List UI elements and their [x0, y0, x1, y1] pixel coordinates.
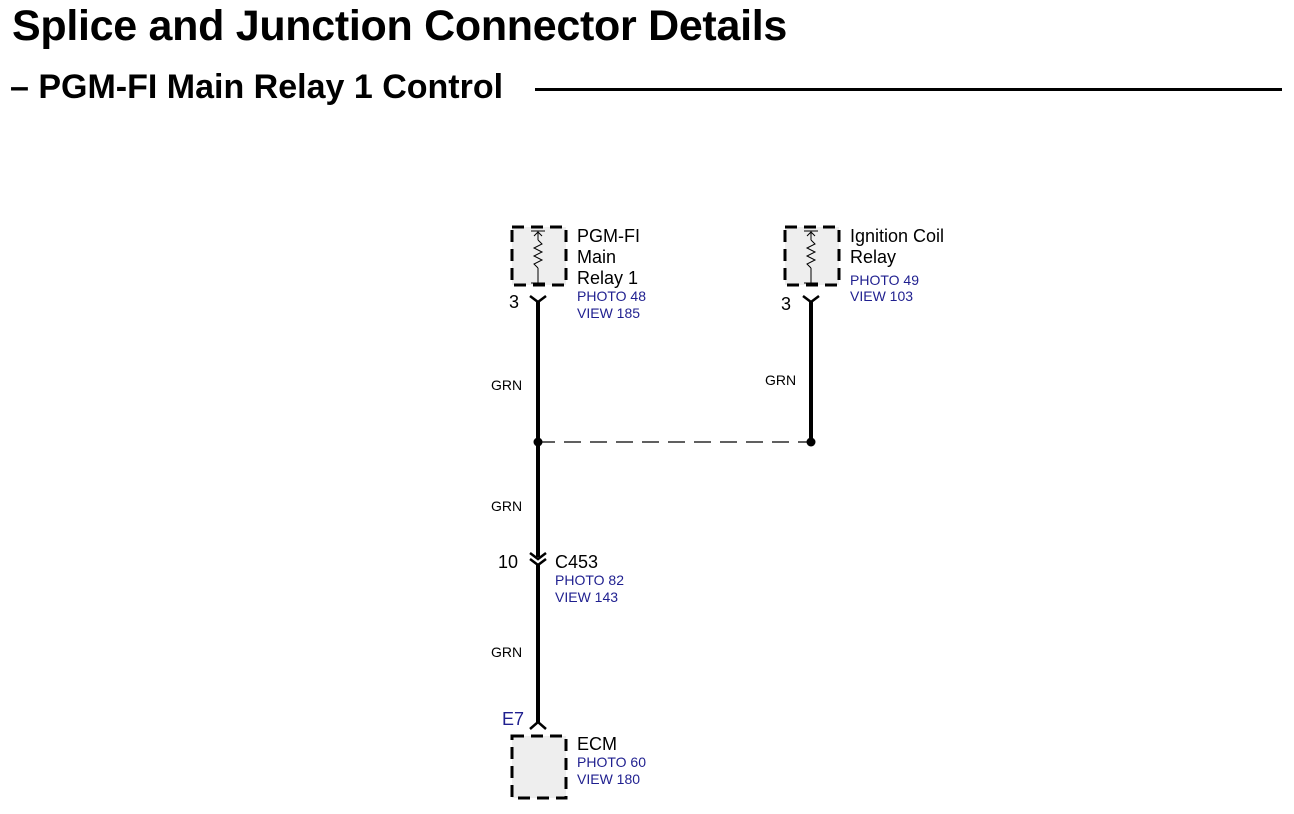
- wire-color-label: GRN: [491, 644, 522, 660]
- c453-view-link[interactable]: VIEW 143: [555, 589, 618, 605]
- ecm-photo-link[interactable]: PHOTO 60: [577, 754, 646, 770]
- main-relay-name-line2: Main: [577, 247, 616, 267]
- main-relay-name-line3: Relay 1: [577, 268, 638, 288]
- c453-connector-symbol: [529, 552, 547, 567]
- ignition-relay-box: [783, 225, 841, 287]
- main-relay-box: [510, 225, 568, 287]
- main-relay-name-line1: PGM-FI: [577, 226, 640, 246]
- ignition-relay-terminal: [802, 295, 820, 304]
- ignition-coil-relay-component[interactable]: Ignition Coil Relay PHOTO 49 VIEW 103 3: [781, 225, 944, 314]
- ecm-component[interactable]: E7 ECM PHOTO 60 VIEW 180: [502, 709, 646, 800]
- main-relay-component[interactable]: PGM-FI Main Relay 1 PHOTO 48 VIEW 185 3: [509, 225, 646, 321]
- page-title: Splice and Junction Connector Details: [12, 2, 787, 50]
- ignition-relay-name-line1: Ignition Coil: [850, 226, 944, 246]
- ecm-pin-number: E7: [502, 709, 524, 729]
- relay-icon: [531, 230, 545, 284]
- c453-connector[interactable]: 10 C453 PHOTO 82 VIEW 143: [498, 552, 624, 605]
- ignition-relay-name-line2: Relay: [850, 247, 896, 267]
- ecm-terminal: [529, 720, 547, 730]
- ignition-relay-view-link[interactable]: VIEW 103: [850, 288, 913, 304]
- main-relay-pin-number: 3: [509, 292, 519, 312]
- ignition-relay-pin-number: 3: [781, 294, 791, 314]
- splice-point-right: [806, 437, 816, 447]
- wire-color-label: GRN: [491, 377, 522, 393]
- c453-photo-link[interactable]: PHOTO 82: [555, 572, 624, 588]
- main-relay-terminal: [529, 295, 547, 304]
- c453-pin-number: 10: [498, 552, 518, 572]
- wire-color-label: GRN: [765, 372, 796, 388]
- section-title: – PGM-FI Main Relay 1 Control: [10, 68, 504, 106]
- c453-name: C453: [555, 552, 598, 572]
- ecm-name: ECM: [577, 734, 617, 754]
- relay-icon: [804, 230, 818, 284]
- ecm-box: [510, 734, 568, 800]
- main-relay-view-link[interactable]: VIEW 185: [577, 305, 640, 321]
- main-relay-photo-link[interactable]: PHOTO 48: [577, 288, 646, 304]
- wire-color-label: GRN: [491, 498, 522, 514]
- ignition-relay-photo-link[interactable]: PHOTO 49: [850, 272, 919, 288]
- section-title-rule: [535, 88, 1282, 91]
- ecm-view-link[interactable]: VIEW 180: [577, 771, 640, 787]
